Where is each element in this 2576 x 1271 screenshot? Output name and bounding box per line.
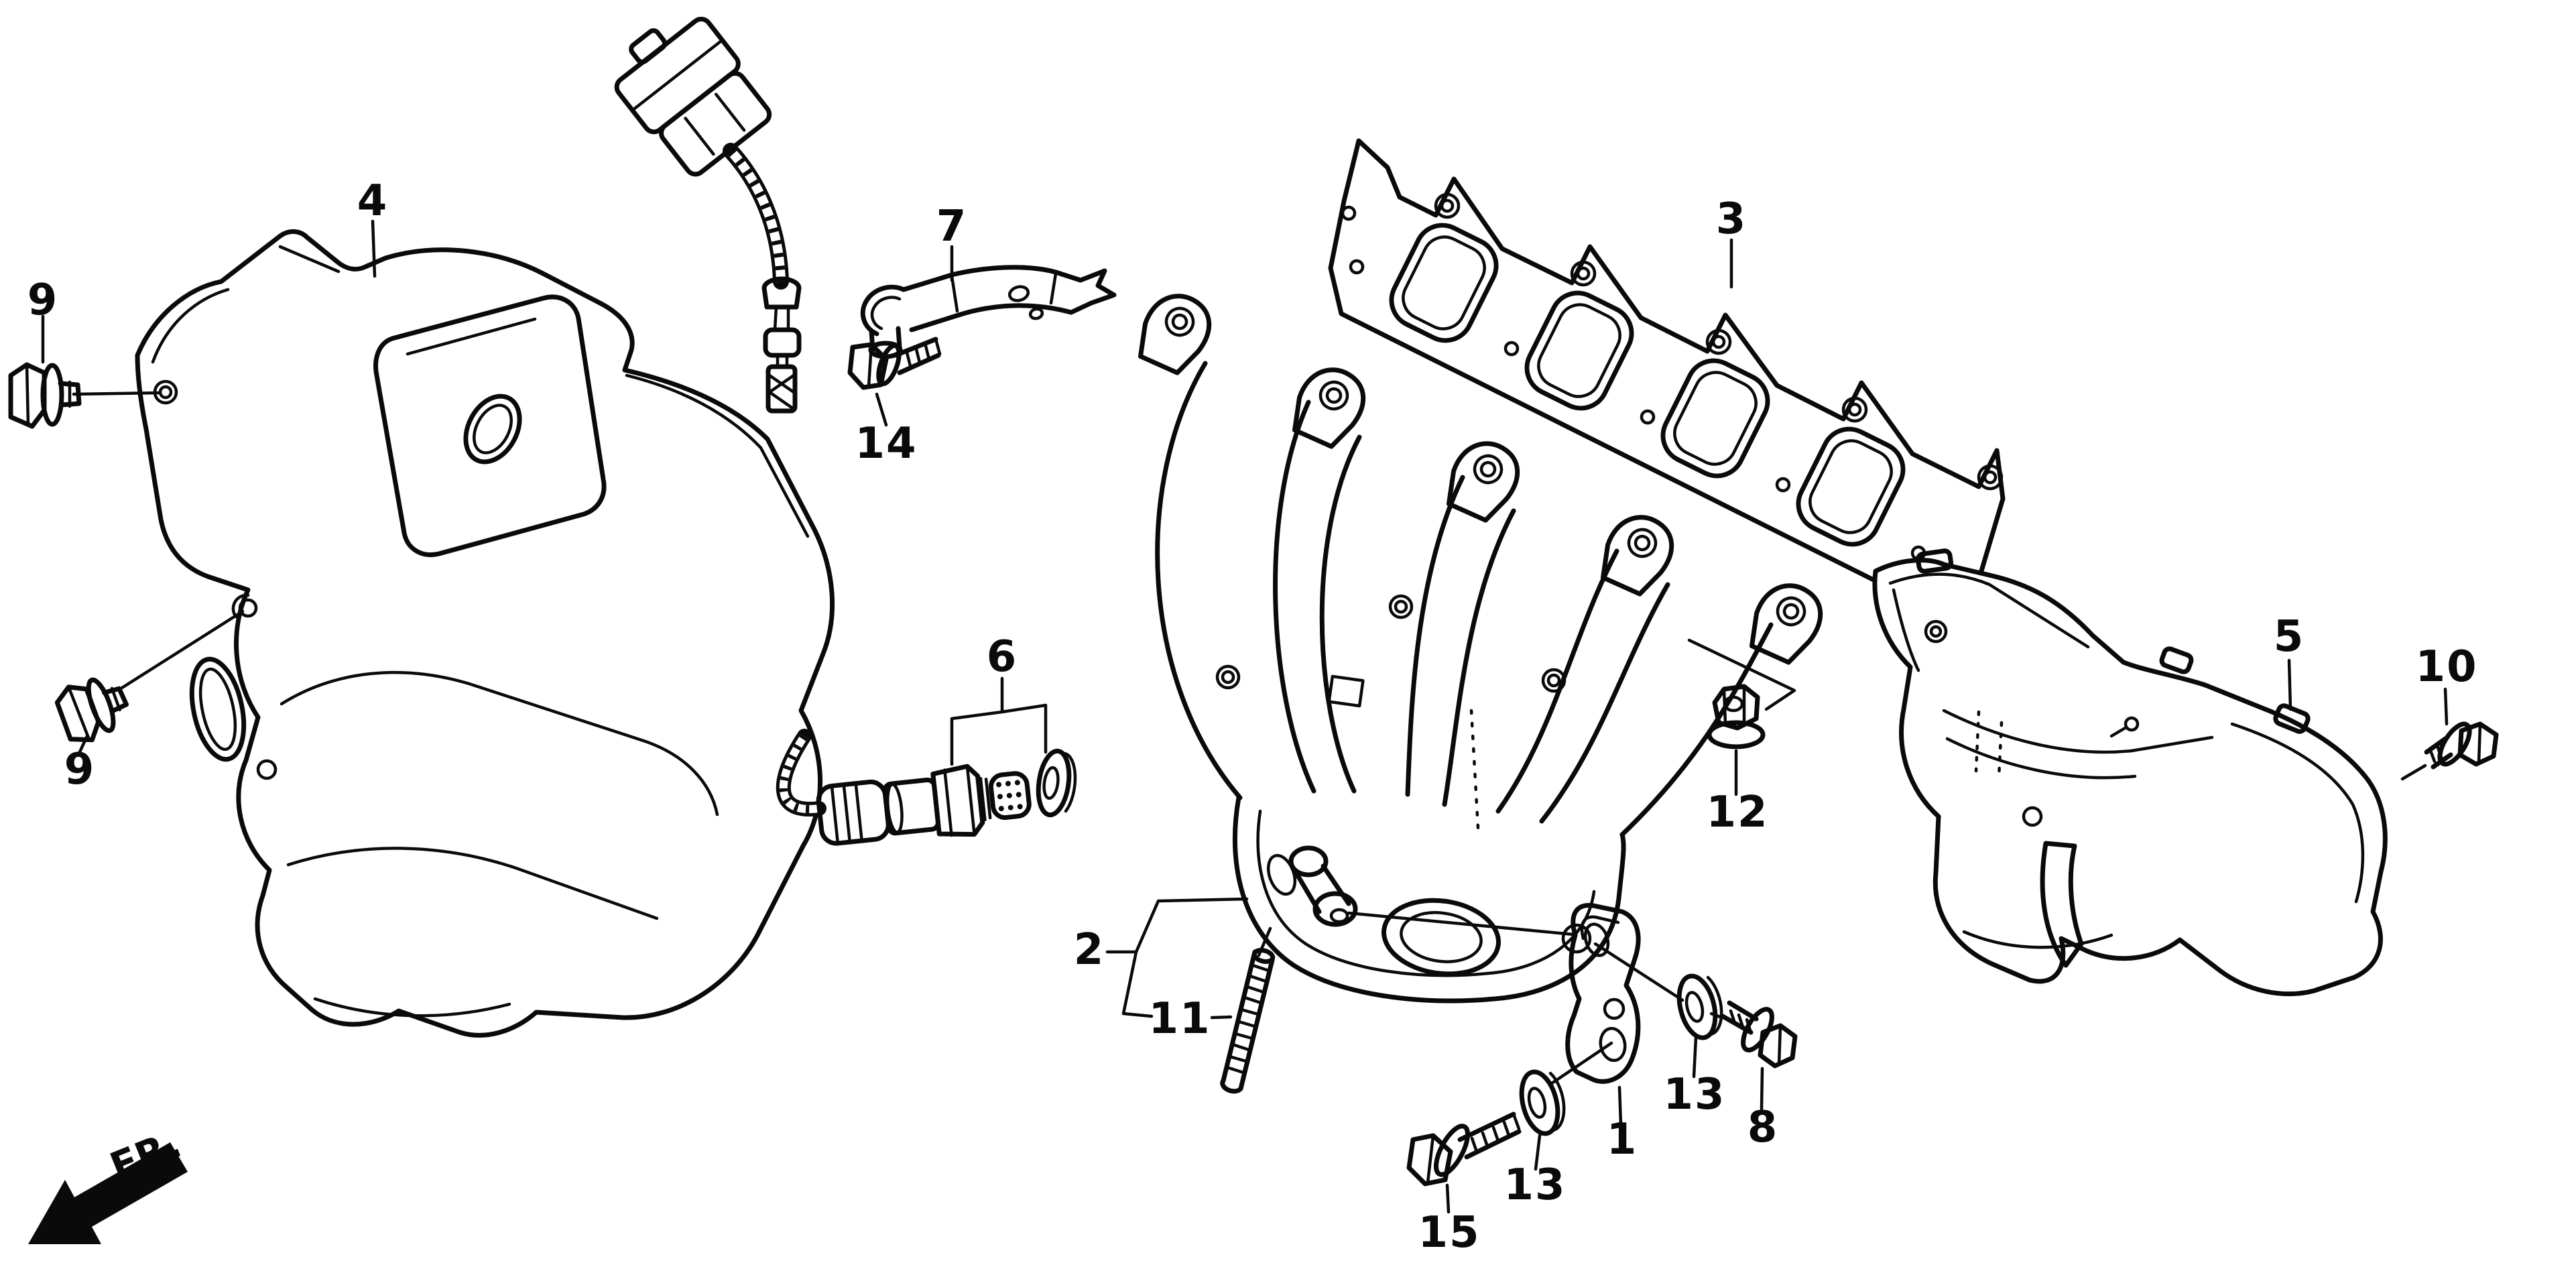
harness-connector bbox=[614, 16, 772, 177]
leader-lines bbox=[41, 219, 2449, 1214]
stud-bolt-11 bbox=[1220, 948, 1276, 1094]
shield-bolt-10 bbox=[2424, 721, 2499, 770]
flange-bolt-9-lower bbox=[54, 677, 129, 743]
part-label-7: 7 bbox=[936, 202, 968, 251]
part-label-2: 2 bbox=[1073, 925, 1105, 975]
sensor-harness-bracket-7 bbox=[860, 265, 1117, 359]
part-label-5: 5 bbox=[2273, 612, 2305, 662]
bracket-bolt-14 bbox=[847, 337, 942, 390]
part-label-11: 11 bbox=[1148, 994, 1211, 1044]
lower-heat-shield-part5 bbox=[1872, 548, 2388, 997]
upper-heat-shield-part4 bbox=[135, 229, 835, 1038]
part-label-4: 4 bbox=[357, 176, 389, 226]
part-label-6: 6 bbox=[986, 632, 1018, 682]
part-label-10: 10 bbox=[2415, 642, 2478, 692]
oxygen-sensor-harness-wire bbox=[723, 143, 789, 290]
sensor-washer bbox=[1036, 748, 1077, 818]
harness-grommet-stack bbox=[761, 276, 802, 414]
part-label-13: 13 bbox=[1663, 1070, 1726, 1119]
exhaust-manifold-gasket-3 bbox=[1328, 138, 2006, 618]
stay-bolt-8 bbox=[1720, 1000, 1798, 1069]
exhaust-manifold-2 bbox=[1138, 294, 1823, 1004]
part-label-14: 14 bbox=[855, 419, 918, 469]
front-direction-arrow: FR. bbox=[28, 1121, 188, 1244]
part-label-9: 9 bbox=[27, 276, 59, 325]
part-label-1: 1 bbox=[1606, 1115, 1638, 1164]
part-label-12: 12 bbox=[1706, 788, 1769, 837]
oxygen-sensor-6 bbox=[776, 729, 1032, 846]
part-label-13: 13 bbox=[1504, 1160, 1567, 1210]
part-label-9: 9 bbox=[64, 745, 96, 794]
front-direction-label: FR. bbox=[104, 1121, 188, 1190]
part-label-8: 8 bbox=[1747, 1103, 1779, 1152]
flange-bolt-9-upper bbox=[8, 362, 82, 429]
part-label-15: 15 bbox=[1418, 1208, 1481, 1258]
washer-13-right bbox=[1676, 973, 1723, 1040]
part-label-3: 3 bbox=[1715, 194, 1747, 244]
mounting-stay-1 bbox=[1565, 903, 1641, 1084]
flange-nut-12 bbox=[1707, 684, 1766, 749]
stay-bolt-15 bbox=[1406, 1111, 1522, 1187]
